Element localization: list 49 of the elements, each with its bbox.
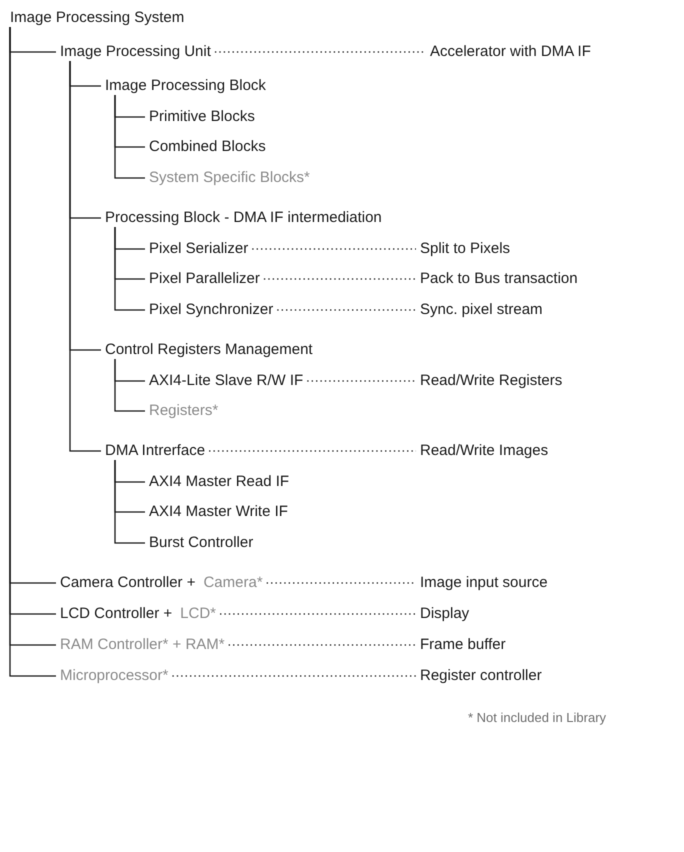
description-label: Accelerator with DMA IF (426, 43, 595, 61)
component-label: Camera* (203, 574, 263, 592)
tree-item-label: Combined Blocks (145, 138, 270, 156)
tree-item-label: Microprocessor* (56, 667, 172, 685)
tree-item-label: Image Processing Block (101, 77, 270, 95)
tree-item-label: AXI4 Master Read IF (145, 473, 294, 491)
tree-item-label: AXI4 Master Write IF (145, 503, 292, 521)
dotted-connector (307, 380, 416, 382)
tree-item-label: AXI4-Lite Slave R/W IF (145, 372, 308, 390)
description-label: Frame buffer (416, 636, 510, 654)
tree-item-label: System Specific Blocks* (145, 169, 314, 187)
description-label: Pack to Bus transaction (416, 270, 582, 288)
tree-item-label: Pixel Parallelizer (145, 270, 264, 288)
tree-item-label: Registers* (145, 402, 222, 420)
dotted-connector (252, 248, 416, 250)
dotted-connector (277, 309, 416, 311)
footnote: * Not included in Library (468, 710, 606, 725)
tree-connector (114, 359, 145, 412)
dotted-connector (228, 644, 416, 646)
tree-item-label: Image Processing Unit (56, 43, 215, 61)
dotted-connector (264, 278, 416, 280)
tree-item-label: Image Processing System (6, 9, 188, 27)
dotted-connector (214, 51, 426, 53)
description-label: Split to Pixels (416, 240, 514, 258)
tree-item-label: Pixel Synchronizer (145, 301, 278, 319)
tree-connector (114, 95, 145, 179)
description-label: Display (416, 605, 474, 623)
tree-connector (114, 460, 145, 544)
dotted-connector (209, 450, 416, 452)
tree-connector (69, 61, 101, 452)
dotted-connector (266, 582, 416, 584)
description-label: Sync. pixel stream (416, 301, 547, 319)
tree-item-label: Burst Controller (145, 534, 258, 552)
description-label: Image input source (416, 574, 552, 592)
dotted-connector (220, 613, 416, 615)
tree-item-label: Camera Controller + (60, 574, 196, 592)
tree-item-label: Control Registers Management (101, 341, 317, 359)
tree-item-label: Processing Block - DMA IF intermediation (101, 209, 386, 227)
description-label: Read/Write Registers (416, 372, 566, 390)
tree-item-label: LCD Controller + (60, 605, 172, 623)
tree-item-label: RAM Controller* + RAM* (56, 636, 229, 654)
component-label: LCD* (180, 605, 216, 623)
tree-item-label: Primitive Blocks (145, 108, 259, 126)
tree-item-label: Pixel Serializer (145, 240, 252, 258)
description-label: Register controller (416, 667, 546, 685)
description-label: Read/Write Images (416, 442, 552, 460)
tree-connector (114, 227, 145, 311)
dotted-connector (172, 675, 416, 677)
tree-item-label: DMA Intrerface (101, 442, 210, 460)
